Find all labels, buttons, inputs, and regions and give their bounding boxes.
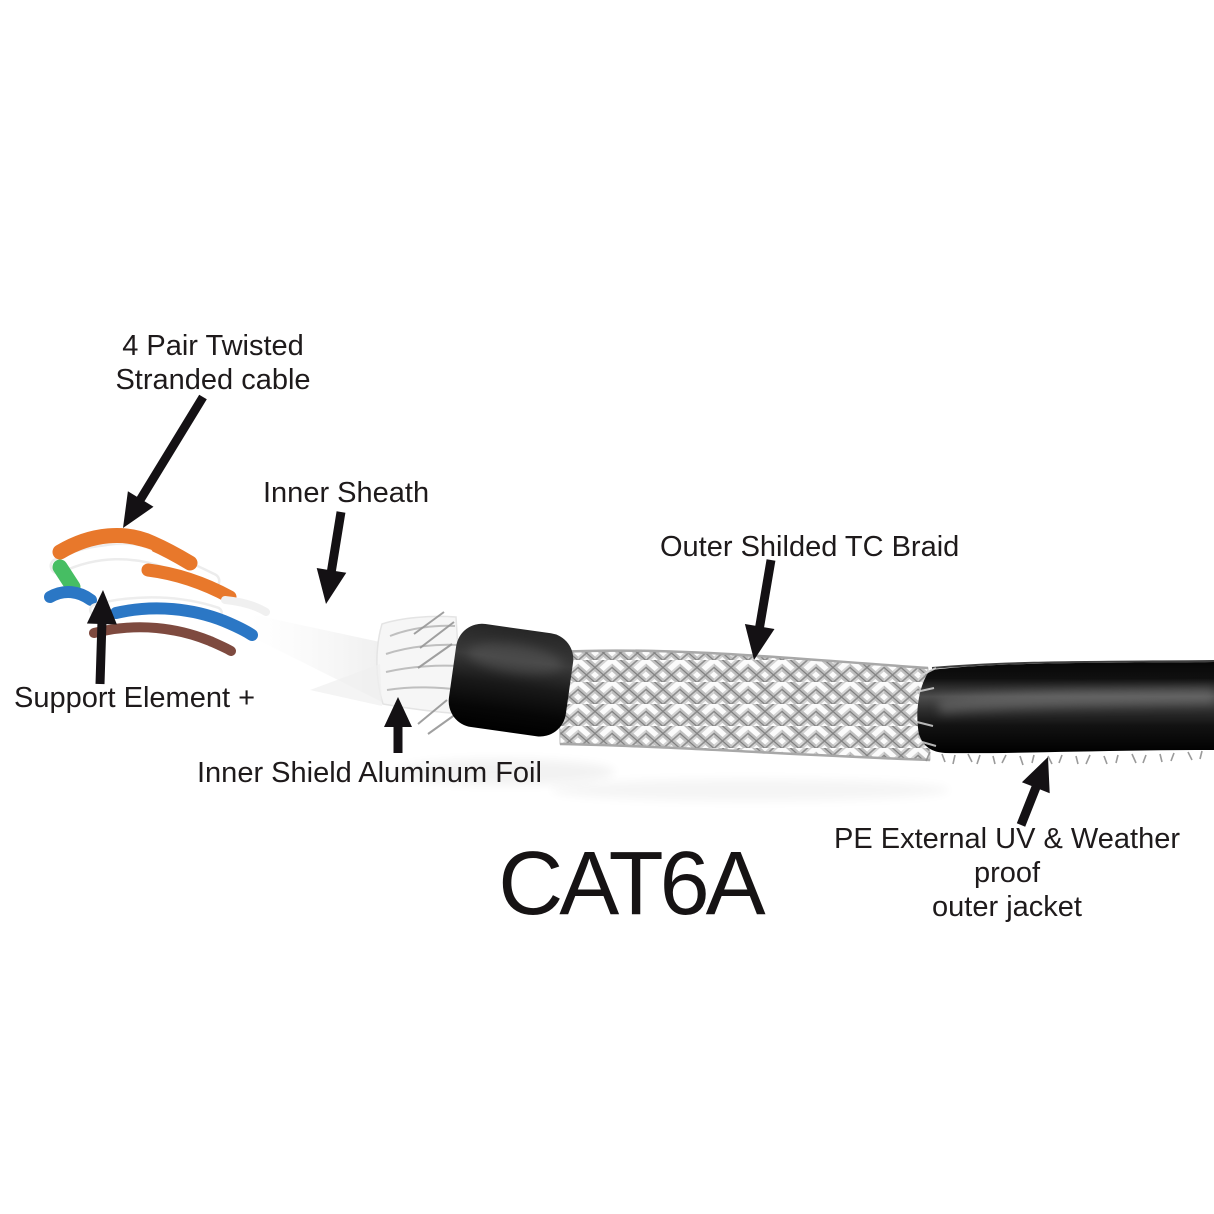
wire-blue-1 <box>44 586 97 606</box>
foil-shield <box>310 611 463 735</box>
wire-green <box>52 559 81 595</box>
label-outer-braid: Outer Shilded TC Braid <box>660 531 960 563</box>
four-pair-arrow <box>123 394 207 528</box>
wire-orange-1 <box>52 528 198 571</box>
label-pe-jacket: PE External UV & Weather proof outer jac… <box>800 822 1214 924</box>
outer-jacket <box>915 660 1214 766</box>
inner-sheath-arrow <box>316 511 347 604</box>
label-four-pair-line1: 4 Pair Twisted <box>122 330 304 362</box>
inner-sheath-ring <box>448 623 574 737</box>
label-pe-jacket-line2: outer jacket <box>932 891 1082 923</box>
tc-braid <box>557 649 931 762</box>
annotation-arrows <box>86 394 1050 827</box>
wire-orange-1-twist <box>92 544 153 555</box>
label-four-pair-twisted: 4 Pair Twisted Stranded cable <box>85 329 341 397</box>
pe-jacket-arrow <box>1016 757 1050 827</box>
label-inner-shield-foil: Inner Shield Aluminum Foil <box>197 757 542 789</box>
foil-arrow <box>384 697 412 753</box>
wire-white-tail <box>221 596 270 616</box>
shadow-under-ring <box>395 759 615 785</box>
label-pe-jacket-line1: PE External UV & Weather proof <box>833 823 1180 889</box>
wire-orange-2 <box>141 563 237 604</box>
wire-white-1-core <box>52 545 218 587</box>
wire-brown <box>89 622 236 656</box>
label-four-pair-line2: Stranded cable <box>115 364 311 396</box>
shadow-under-braid <box>550 779 950 801</box>
outer-braid-arrow <box>744 559 776 660</box>
label-support-element: Support Element + <box>14 682 256 714</box>
support-element-arrow <box>86 590 117 685</box>
twisted-pairs <box>44 528 270 656</box>
wire-blue-2 <box>110 602 258 641</box>
page-title: CAT6A <box>498 834 765 934</box>
label-inner-sheath: Inner Sheath <box>263 477 430 509</box>
jacket-frayed-edge <box>925 750 1203 766</box>
